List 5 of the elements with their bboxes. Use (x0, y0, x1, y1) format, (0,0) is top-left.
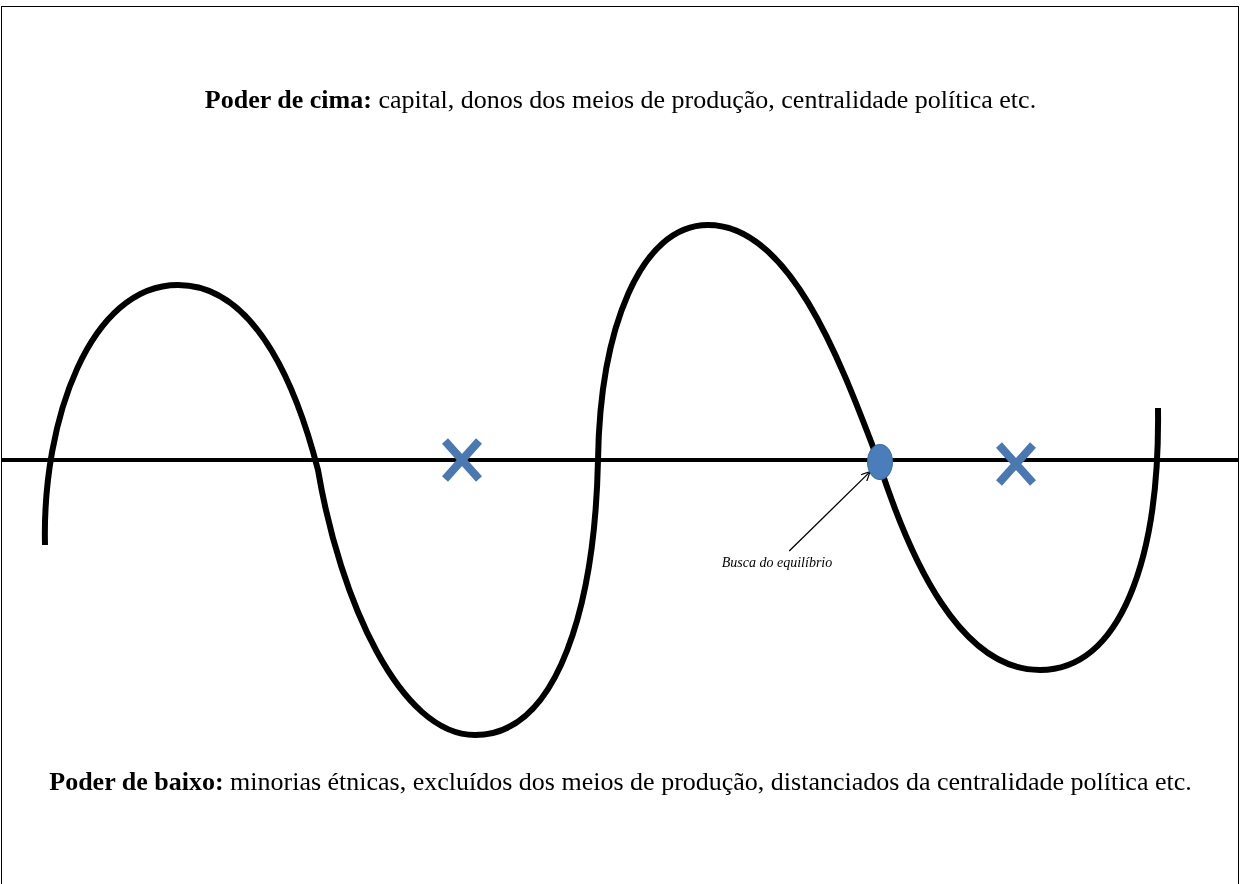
power-description: Poder de cima: capital, donos dos meios de produção, centralidade política etc. (203, 84, 1038, 116)
power-description: Poder de baixo: minorias étnicas, excluídos dos meios de produção, distanciados da centralidade política etc. (48, 766, 1193, 798)
equilibrium-point (867, 444, 893, 480)
leader-arrow (788, 471, 871, 552)
annotation-text: Busca do equilíbrio (686, 551, 868, 575)
